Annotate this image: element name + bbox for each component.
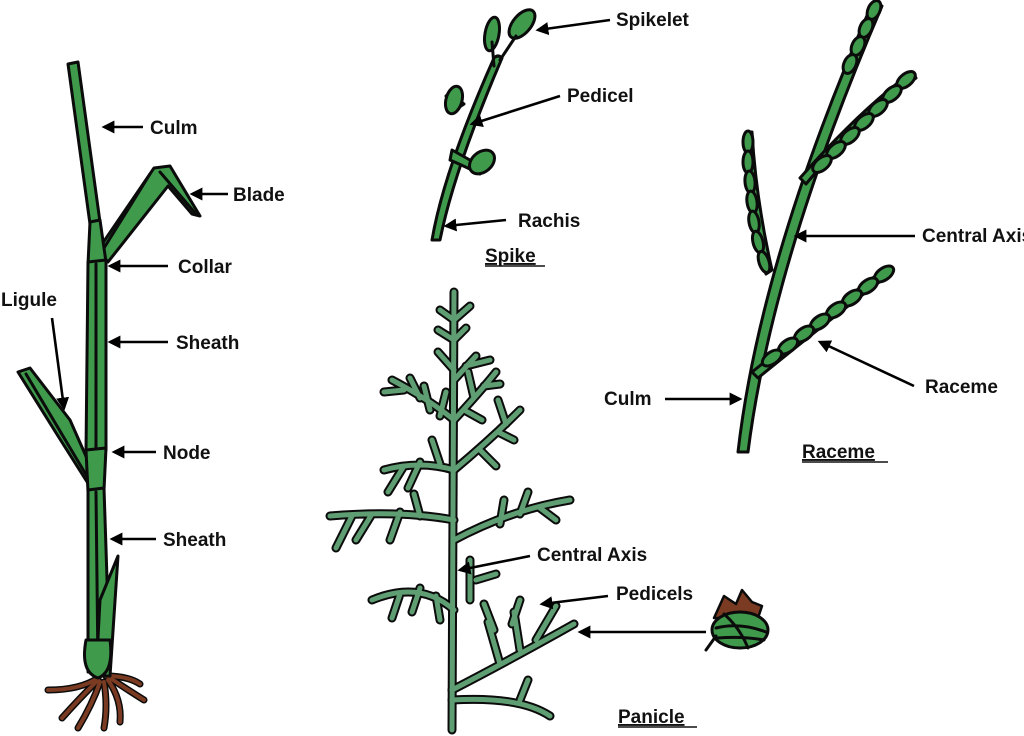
spike-illustration [430,8,537,242]
panicle-annotations: Central Axis Pedicels Panicle [457,545,706,728]
raceme-upper-right-branch [798,70,918,186]
raceme-annotations: Central Axis Raceme Culm Raceme [604,226,1024,463]
title-raceme: Raceme [802,442,875,463]
label-pedicels: Pedicels [616,584,693,605]
leaf-blade [96,164,202,264]
label-culm-raceme: Culm [604,389,652,410]
label-spikelet: Spikelet [616,10,690,31]
spike-annotations: Spikelet Pedicel Rachis Spike [443,10,690,267]
label-raceme: Raceme [925,377,998,398]
label-pedicel: Pedicel [567,86,634,107]
raceme-lower-right-branch [750,264,896,380]
label-node: Node [163,443,211,464]
panicle-illustration [325,287,579,735]
label-collar: Collar [178,257,232,278]
spikelet-1 [483,15,501,53]
spikelet-3 [443,84,465,116]
label-central-axis-raceme: Central Axis [922,226,1024,247]
spikelet-2 [507,8,537,40]
collar-segment [86,218,108,266]
label-rachis: Rachis [518,211,580,232]
culm-top [66,60,102,226]
raceme-left-branch [741,129,774,276]
spikelet-flower-icon [704,588,770,652]
raceme-top-branch [841,0,883,75]
grass-plant [16,60,202,732]
label-sheath-upper: Sheath [176,333,239,354]
spikelet-4 [467,148,497,176]
label-ligule: Ligule [1,290,57,311]
plant-annotations: Culm Blade Collar Ligule Sheath Node She… [1,118,285,551]
stem-node [84,446,108,494]
title-panicle: Panicle [618,707,685,728]
label-culm: Culm [150,118,198,139]
label-central-axis-panicle: Central Axis [537,545,647,566]
label-sheath-lower: Sheath [163,530,226,551]
title-spike: Spike [485,246,536,267]
label-blade: Blade [233,185,285,206]
raceme-illustration [736,0,918,454]
